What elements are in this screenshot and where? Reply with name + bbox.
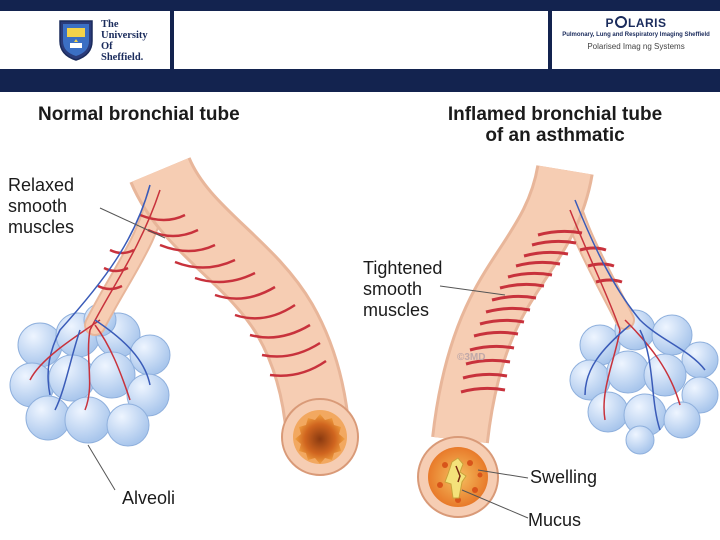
header-divider [170, 11, 174, 69]
relaxed-muscle-bands [97, 213, 327, 377]
polaris-ring-icon [615, 16, 627, 28]
university-name-line: Sheffield. [101, 52, 144, 63]
swelling-label: Swelling [530, 467, 598, 487]
inflamed-title-line: Inflamed bronchial tube [447, 104, 663, 125]
inflamed-alveoli-cluster [569, 309, 719, 455]
normal-vessels [29, 184, 161, 411]
label-line: smooth [363, 279, 423, 299]
relaxed-muscles-label: Relaxed smooth muscles [8, 175, 74, 238]
inflamed-cross-section [417, 436, 499, 518]
copyright-mark: ©3MD [457, 352, 486, 363]
label-line: smooth [8, 196, 68, 216]
label-line: muscles [363, 300, 430, 320]
university-name-line: The [101, 19, 119, 30]
inflamed-title-line: of an asthmatic [485, 125, 625, 146]
inflamed-vessels [569, 199, 706, 431]
label-line: Relaxed [8, 175, 75, 195]
label-line: Tightened [363, 258, 443, 278]
bronchial-illustration [9, 156, 719, 519]
inflamed-tube-title: Inflamed bronchial tube of an asthmatic [430, 104, 680, 146]
tightened-muscles-label: Tightened smooth muscles [363, 258, 442, 321]
polaris-tagline: Polarised Imag ng Systems [587, 42, 685, 51]
alveoli-label: Alveoli [122, 488, 176, 508]
mucus-label: Mucus [528, 510, 582, 530]
tightened-muscle-bands [460, 229, 623, 394]
polaris-subtitle: Pulmonary, Lung and Respiratory Imaging … [562, 32, 710, 38]
normal-tube-title: Normal bronchial tube [38, 104, 240, 125]
header-divider [548, 11, 552, 69]
header-white-strip [0, 11, 720, 69]
university-name: The University Of Sheffield. [101, 19, 148, 63]
label-line: muscles [8, 217, 75, 237]
university-name-line: Of [101, 41, 113, 52]
university-crest-icon [59, 20, 93, 61]
university-name-line: University [101, 30, 148, 41]
normal-cross-section [281, 398, 359, 476]
